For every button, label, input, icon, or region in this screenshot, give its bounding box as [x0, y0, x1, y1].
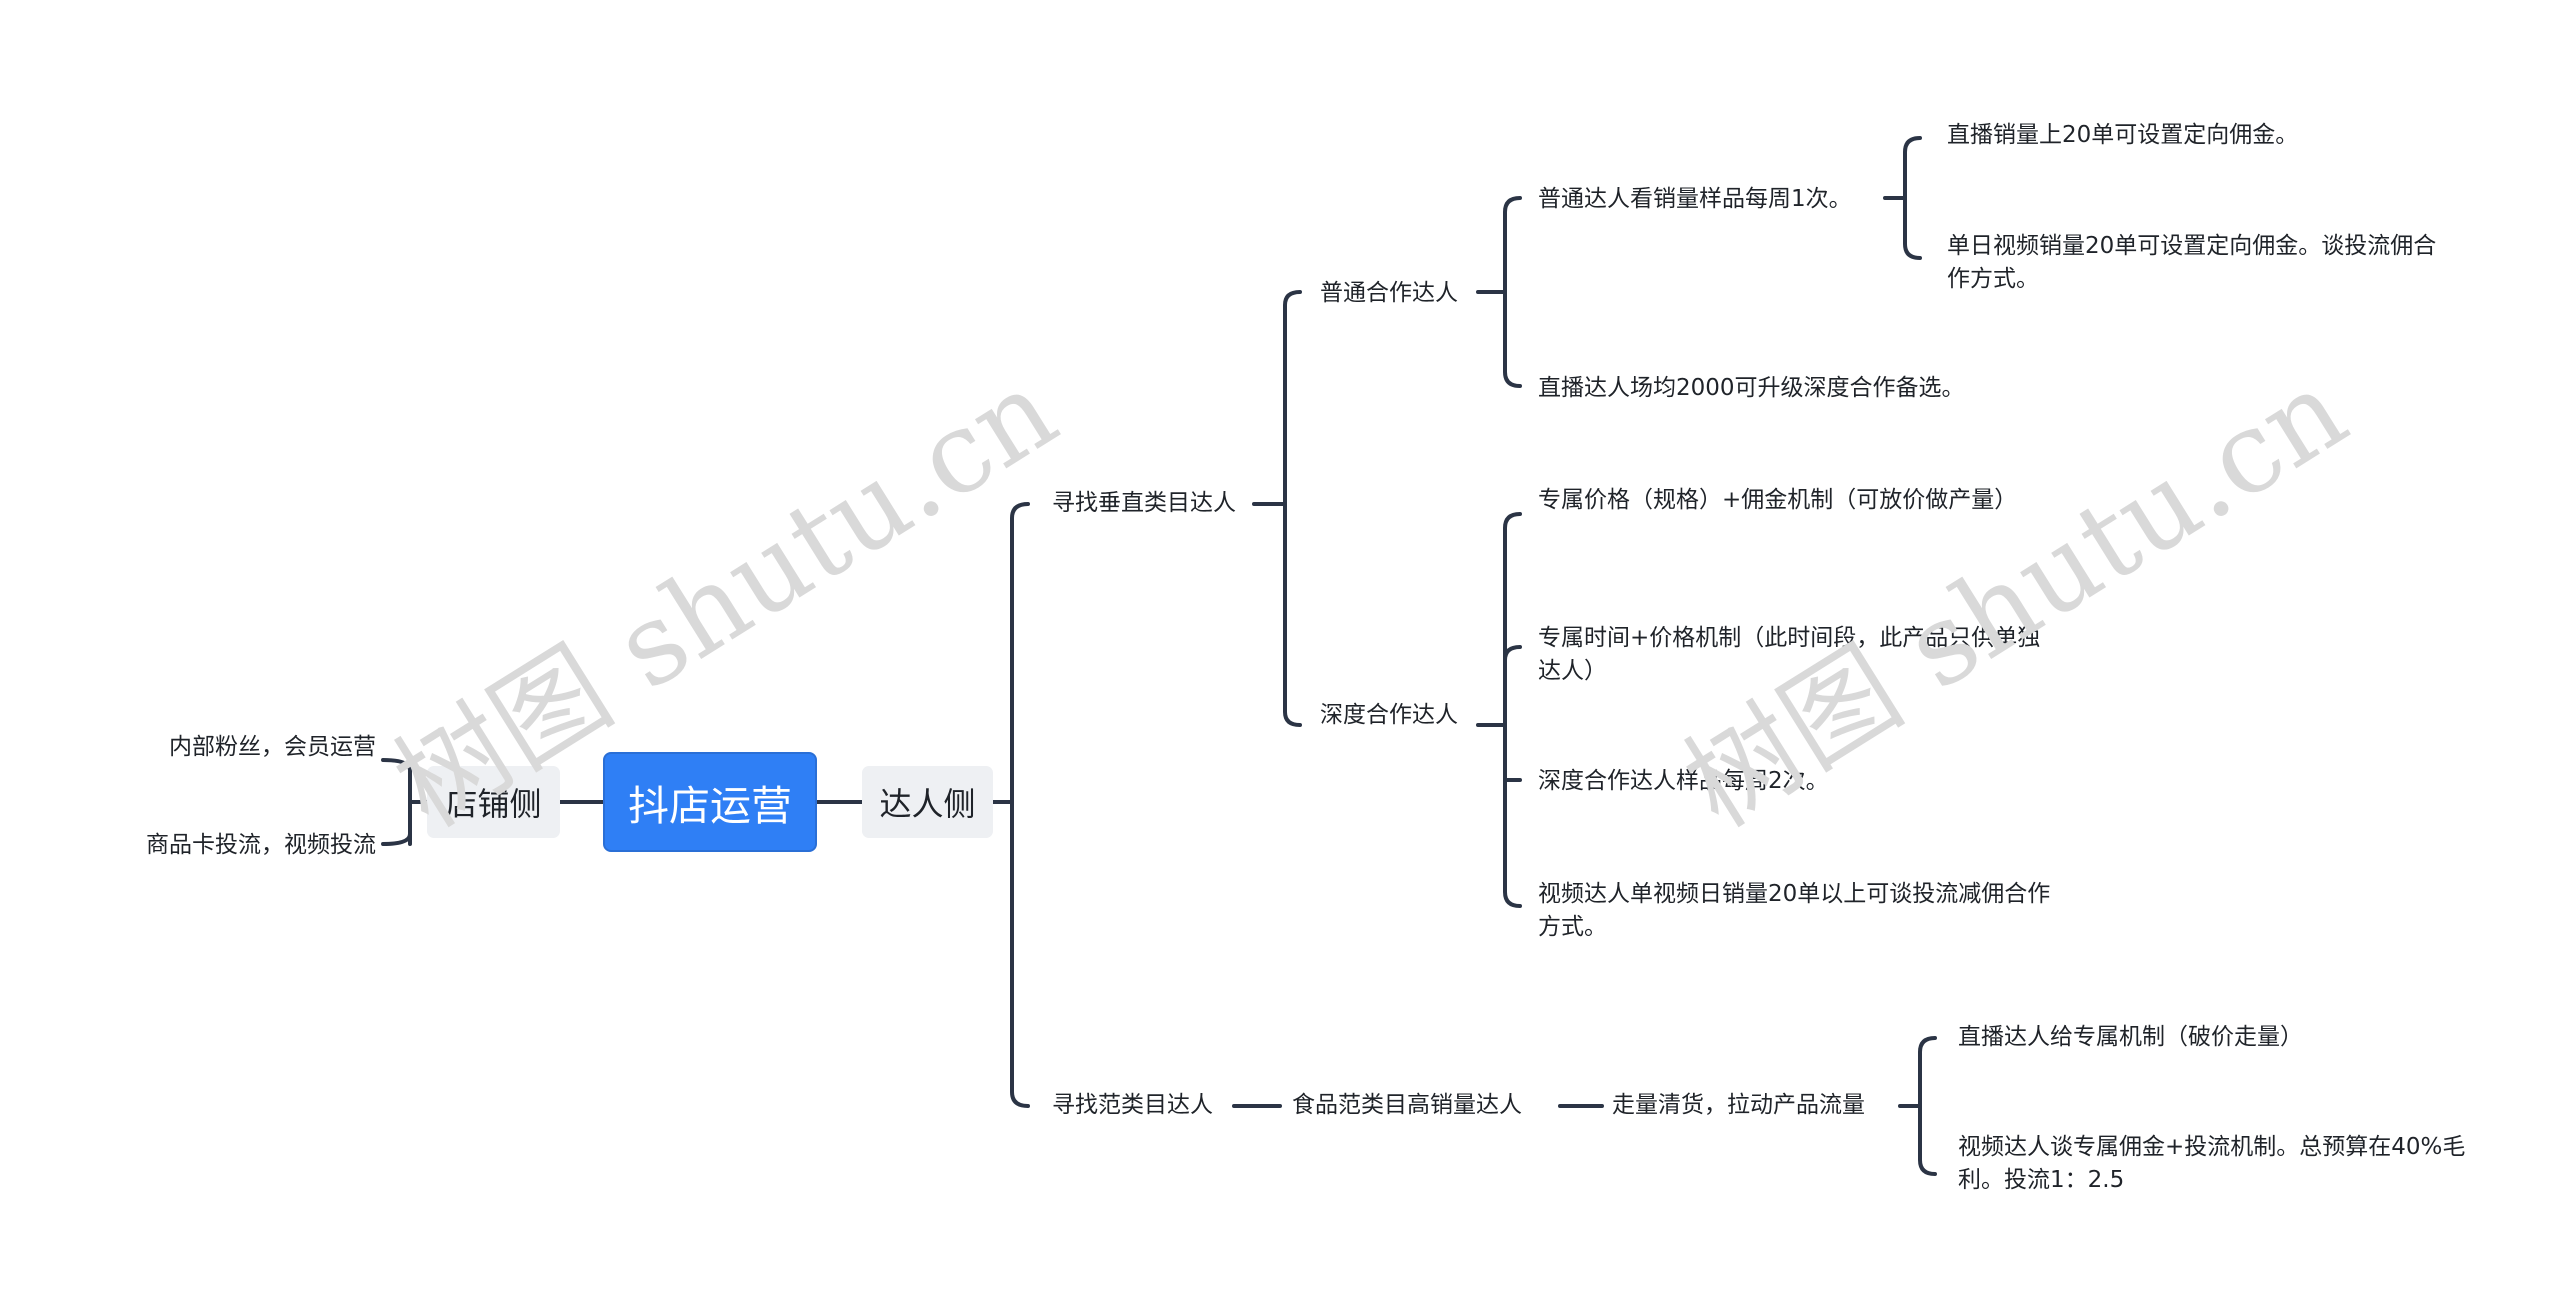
root-topic[interactable]: 抖店运营	[603, 752, 817, 852]
topic-food-influencers[interactable]: 食品范类目高销量达人	[1292, 1092, 1522, 1118]
link-vertical-children	[1252, 290, 1302, 727]
topic-normal-weekly-sample[interactable]: 普通达人看销量样品每周1次。	[1538, 186, 1852, 212]
leaf-live-commission[interactable]: 直播销量上20单可设置定向佣金。	[1947, 122, 2299, 148]
leaf-deep-exclusive-price[interactable]: 专属价格（规格）+佣金机制（可放价做产量）	[1538, 487, 2018, 513]
leaf-live-upgrade[interactable]: 直播达人场均2000可升级深度合作备选。	[1538, 375, 1965, 401]
link-deep-children	[1476, 512, 1522, 908]
leaf-live-exclusive[interactable]: 直播达人给专属机制（破价走量）	[1958, 1024, 2303, 1050]
link-normal-children	[1476, 196, 1522, 388]
topic-general-influencers[interactable]: 寻找范类目达人	[1052, 1092, 1213, 1118]
topic-deep-partners[interactable]: 深度合作达人	[1320, 702, 1458, 728]
leaf-video-commission[interactable]: 单日视频销量20单可设置定向佣金。谈投流佣合作方式。	[1947, 233, 2437, 292]
link-right-level2	[991, 502, 1030, 1108]
link-goal-children	[1898, 1036, 1937, 1176]
leaf-store-ads[interactable]: 商品卡投流，视频投流	[146, 832, 376, 858]
branch-store-side[interactable]: 店铺侧	[427, 766, 560, 838]
leaf-video-budget[interactable]: 视频达人谈专属佣金+投流机制。总预算在40%毛利。投流1：2.5	[1958, 1134, 2466, 1193]
leaf-store-fans[interactable]: 内部粉丝，会员运营	[169, 734, 376, 760]
leaf-deep-video-ads[interactable]: 视频达人单视频日销量20单以上可谈投流减佣合作方式。	[1538, 881, 2051, 940]
link-weekly-children	[1883, 136, 1922, 260]
topic-normal-partners[interactable]: 普通合作达人	[1320, 280, 1458, 306]
topic-vertical-influencers[interactable]: 寻找垂直类目达人	[1052, 490, 1236, 516]
branch-influencer-side[interactable]: 达人侧	[862, 766, 993, 838]
leaf-deep-weekly-sample[interactable]: 深度合作达人样品每周2次。	[1538, 768, 1829, 794]
leaf-deep-exclusive-time[interactable]: 专属时间+价格机制（此时间段，此产品只供单独达人）	[1538, 625, 2041, 684]
topic-volume-goal[interactable]: 走量清货，拉动产品流量	[1612, 1092, 1865, 1118]
link-left-children	[381, 758, 429, 846]
